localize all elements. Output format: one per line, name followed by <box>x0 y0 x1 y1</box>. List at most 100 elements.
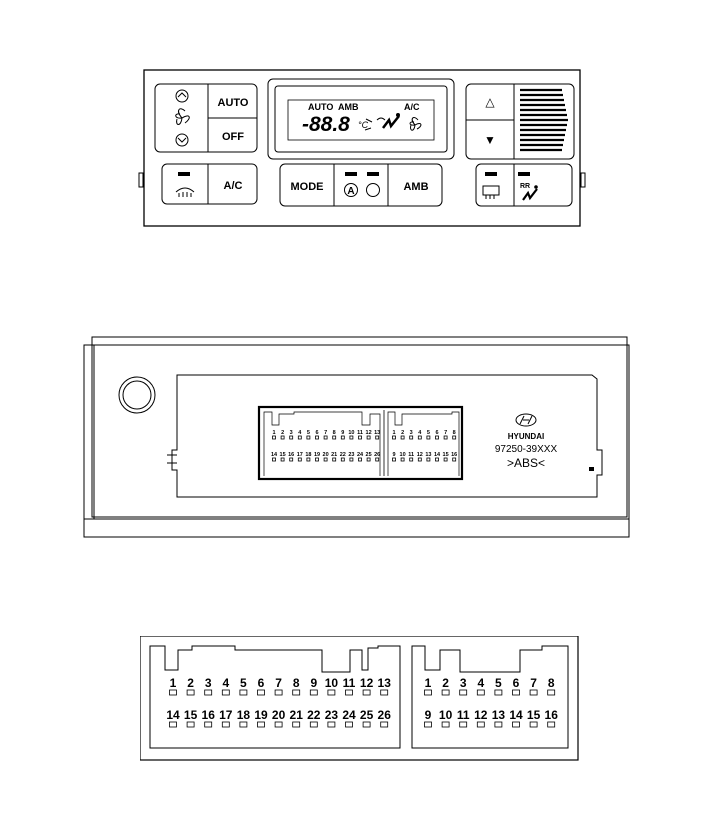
right-top-pin-label: 2 <box>442 676 449 690</box>
small-left-top-pin-label: 4 <box>298 430 302 436</box>
amb-button[interactable]: AMB <box>403 181 428 193</box>
small-right-top-pin-label: 5 <box>427 430 430 436</box>
small-right-top-pin-label: 2 <box>401 430 404 436</box>
mode-button[interactable]: MODE <box>291 181 324 193</box>
left-top-pin-label: 13 <box>378 676 392 690</box>
off-button[interactable]: OFF <box>222 131 244 143</box>
small-left-top-pin <box>280 435 285 440</box>
small-left-bottom-pin-label: 17 <box>297 452 303 458</box>
small-left-top-pin <box>272 435 276 440</box>
temperature-dial-ribs[interactable] <box>520 88 568 152</box>
rear-defrost-button[interactable] <box>482 172 500 199</box>
climate-control-panel: AUTO OFF A/C AUTO AMB A/C -88.8 °C <box>138 68 586 228</box>
lcd-mode-icon <box>364 113 400 131</box>
front-defrost-indicator <box>178 172 190 176</box>
left-bottom-pin-label: 25 <box>360 708 374 722</box>
small-right-bottom-pin-label: 10 <box>400 452 406 458</box>
small-left-top-pin <box>375 435 380 440</box>
rear-vent-icon <box>522 188 538 201</box>
small-right-bottom-pin <box>452 457 457 462</box>
small-left-top-pin <box>306 435 311 440</box>
auto-recirc-button[interactable]: A <box>344 172 380 197</box>
temperature-block <box>465 83 575 160</box>
temp-up-button[interactable]: △ <box>485 95 495 109</box>
rear-vent-button[interactable]: RR <box>518 172 538 201</box>
small-right-bottom-pin-label: 12 <box>417 452 423 458</box>
auto-button[interactable]: AUTO <box>218 97 249 109</box>
left-bottom-pin <box>309 721 318 728</box>
left-bottom-pin-label: 14 <box>166 708 180 722</box>
temp-down-button[interactable]: ▼ <box>484 133 496 147</box>
rr-label: RR <box>520 183 530 190</box>
left-top-pin-label: 11 <box>343 676 356 690</box>
small-right-bottom-pin-label: 13 <box>425 452 431 458</box>
right-bottom-pin <box>441 721 450 728</box>
left-top-pin-label: 3 <box>205 676 212 690</box>
small-right-top-pin-label: 8 <box>453 430 456 436</box>
fan-up-button[interactable] <box>175 89 189 103</box>
small-left-bottom-pin-label: 16 <box>288 452 294 458</box>
small-right-top-pin <box>392 435 396 440</box>
right-bottom-pin <box>494 721 503 728</box>
right-top-pin <box>494 689 503 696</box>
part-number: 97250-39XXX <box>495 444 558 455</box>
small-left-bottom-pin <box>366 457 371 462</box>
small-left-top-pin <box>349 435 354 440</box>
small-right-top-pin <box>452 435 457 440</box>
front-defrost-button[interactable] <box>175 172 195 197</box>
left-bottom-pin <box>380 721 389 728</box>
mounting-knob <box>118 376 156 414</box>
small-right-bottom-pin-label: 9 <box>392 452 395 458</box>
left-bottom-pin <box>186 721 195 728</box>
small-right-bottom-pin-label: 11 <box>408 452 414 458</box>
left-top-pin-label: 9 <box>310 676 317 690</box>
recirc-indicator <box>367 172 379 176</box>
small-left-top-pin-label: 3 <box>290 430 293 436</box>
left-top-pin-label: 10 <box>325 676 339 690</box>
small-right-top-pin <box>409 435 414 440</box>
small-left-top-pin-label: 9 <box>341 430 344 436</box>
fan-auto-off-block <box>154 83 258 153</box>
left-top-pin <box>274 689 283 696</box>
small-left-bottom-pin <box>323 457 328 462</box>
ac-button[interactable]: A/C <box>224 180 243 192</box>
fan-down-button[interactable] <box>175 133 189 147</box>
small-right-bottom-pin-label: 15 <box>443 452 449 458</box>
small-left-bottom-pin-label: 19 <box>314 452 320 458</box>
right-bottom-pin <box>459 721 468 728</box>
left-bottom-pin <box>204 721 213 728</box>
small-left-top-pin <box>340 435 345 440</box>
right-bottom-pin-label: 10 <box>439 708 453 722</box>
right-bottom-pin-label: 13 <box>492 708 506 722</box>
left-bottom-pin-label: 15 <box>184 708 198 722</box>
small-right-bottom-pin <box>392 457 396 462</box>
right-top-pin <box>424 689 432 696</box>
right-bottom-pin <box>547 721 556 728</box>
left-bottom-pin-label: 16 <box>202 708 216 722</box>
small-left-bottom-pin-label: 21 <box>331 452 337 458</box>
right-bottom-pin-label: 16 <box>545 708 559 722</box>
small-left-bottom-pin <box>306 457 311 462</box>
small-right-top-pin <box>435 435 439 440</box>
small-left-top-pin-label: 13 <box>374 430 380 436</box>
right-bottom-pin <box>424 721 432 728</box>
small-left-bottom-pin-label: 25 <box>366 452 372 458</box>
left-top-pin <box>345 689 353 696</box>
recirc-icon <box>366 183 380 197</box>
right-top-pin-label: 6 <box>513 676 520 690</box>
right-top-pin-label: 8 <box>548 676 555 690</box>
a-symbol: A <box>347 186 354 197</box>
right-top-pin <box>547 689 556 696</box>
left-bottom-pin-label: 26 <box>378 708 392 722</box>
defrost-ac-block <box>161 163 258 205</box>
small-left-connector-outline <box>263 411 381 476</box>
small-left-bottom-pin-label: 20 <box>323 452 329 458</box>
right-bottom-pin <box>529 721 538 728</box>
fan-icon <box>175 108 190 125</box>
left-bottom-pin-label: 20 <box>272 708 286 722</box>
small-left-top-pin <box>358 435 362 440</box>
